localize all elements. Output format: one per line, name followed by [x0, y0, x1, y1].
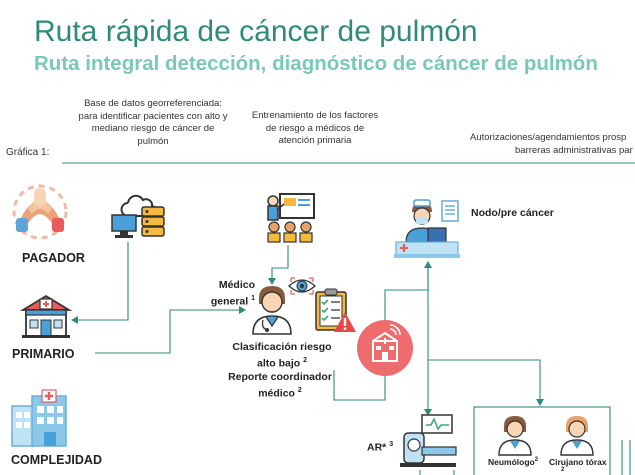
- clipboard-checklist-icon: [315, 288, 347, 331]
- actor-complexity-label: COMPLEJIDAD: [11, 453, 102, 467]
- authorizations-note-line-2: barreras administrativas par: [515, 144, 633, 156]
- pneumologist-icon: [498, 416, 532, 456]
- connector-training-medico: [268, 245, 289, 285]
- classification-line-2-text: alto bajo: [257, 357, 301, 370]
- hospital-circle-icon: [357, 320, 413, 376]
- medico-line-1: Médico: [218, 279, 255, 291]
- medico-line-2-text: general: [210, 295, 249, 308]
- page-subtitle: Ruta integral detección, diagnóstico de …: [34, 52, 598, 75]
- actor-primary-label: PRIMARIO: [12, 347, 75, 361]
- classification-line-1: Clasificación riesgo: [232, 341, 332, 353]
- ar-sup: 3: [389, 441, 394, 448]
- surgeon-icon: [560, 416, 594, 456]
- hospital-building-icon: [11, 389, 67, 447]
- surgeon-label-text: Cirujano tórax: [549, 457, 607, 467]
- training-note: Entrenamiento de los factores de riesgo …: [251, 110, 379, 146]
- training-presentation-icon: [267, 193, 315, 243]
- ar-label-text: AR*: [367, 441, 387, 454]
- classification-label: Clasificación riesgo alto bajo 2: [226, 341, 338, 371]
- report-line-2-text: médico: [258, 387, 295, 400]
- report-line-1: Reporte coordinador: [228, 371, 332, 383]
- report-label: Reporte coordinador médico 2: [224, 371, 336, 401]
- clipboard-icon: [441, 200, 459, 222]
- connector-node-specialists: [428, 359, 544, 406]
- pneumologist-label: Neumólogo2: [488, 457, 538, 467]
- classification-sup: 2: [303, 357, 307, 364]
- specialists-box: [473, 406, 611, 475]
- classification-line-2: alto bajo 2: [226, 354, 338, 371]
- ct-scanner-icon: [400, 414, 457, 467]
- hands-together-icon: [12, 184, 68, 240]
- connector-database-primary: [71, 242, 129, 324]
- nurse-desk-icon: [394, 199, 460, 258]
- authorizations-note: Autorizaciones/agendamientos prosp barre…: [470, 132, 635, 157]
- authorizations-note-line-1: Autorizaciones/agendamientos prosp: [470, 132, 627, 143]
- database-server-icon: [111, 194, 165, 238]
- connector-hospital-node: [384, 261, 432, 322]
- connector-primary-medico: [95, 306, 246, 354]
- warning-icon: [334, 312, 356, 332]
- connector-report-hospital: [333, 370, 386, 401]
- medico-sup: 1: [251, 295, 255, 302]
- pneumologist-label-text: Neumólogo: [488, 457, 535, 467]
- pneumologist-sup: 2: [534, 457, 539, 464]
- actor-node-label: Nodo/pre cáncer: [471, 207, 554, 219]
- figure-label: Gráfica 1:: [6, 147, 50, 158]
- eye-scan-icon: [288, 277, 316, 295]
- surgeon-label: Cirujano tórax 2: [549, 457, 607, 474]
- doctor-icon: [252, 286, 292, 335]
- report-sup: 2: [297, 387, 302, 394]
- database-note: Base de datos georreferenciada: para ide…: [78, 98, 228, 147]
- page-title: Ruta rápida de cáncer de pulmón: [34, 15, 478, 48]
- actor-payer-label: PAGADOR: [22, 251, 85, 265]
- clinic-building-icon: [20, 294, 72, 338]
- medico-general-label: Médico general 1: [207, 279, 255, 309]
- medico-line-2: general 1: [207, 292, 255, 309]
- ar-label: AR* 3: [367, 438, 393, 455]
- report-line-2: médico 2: [224, 384, 336, 401]
- surgeon-sup: 2: [561, 467, 565, 473]
